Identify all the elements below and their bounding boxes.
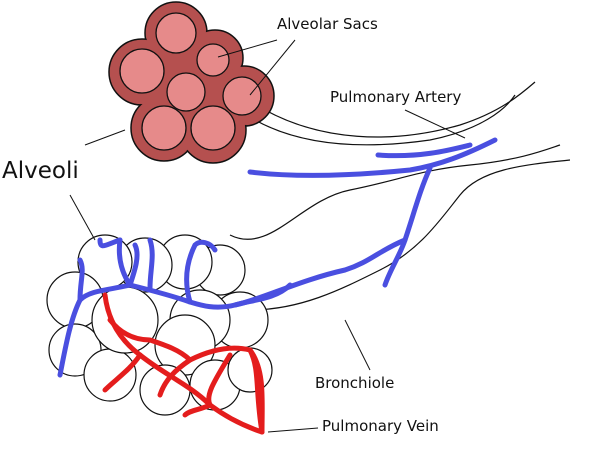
label-pulmonary-vein: Pulmonary Vein [322, 417, 439, 435]
label-alveolar-sacs: Alveolar Sacs [277, 15, 378, 33]
leader-lines [69, 39, 466, 433]
alveolar-sac [108, 1, 275, 164]
label-alveoli: Alveoli [2, 158, 79, 184]
label-pulmonary-artery: Pulmonary Artery [330, 88, 462, 106]
pulmonary-vein-vessels [102, 292, 265, 435]
pulmonary-artery-vessels [57, 137, 498, 378]
bronchiole-tube [229, 81, 571, 311]
label-bronchiole: Bronchiole [315, 374, 395, 392]
